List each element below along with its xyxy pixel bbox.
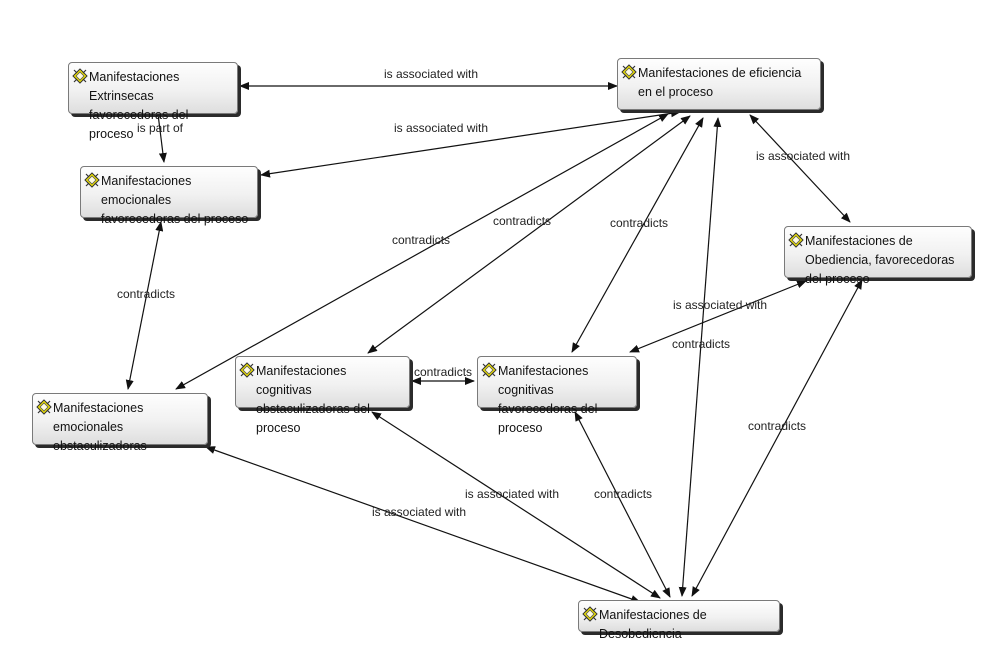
edge-label: is associated with <box>372 505 467 519</box>
edge-extrinsecas-emoc_fav[interactable] <box>157 113 167 163</box>
node-label: Manifestaciones emocionales favorecedora… <box>101 174 249 226</box>
edge-label: contradicts <box>392 233 451 247</box>
edge-obediencia-desobediencia[interactable] <box>691 279 863 597</box>
edge-label: contradicts <box>493 214 552 228</box>
node-label: Manifestaciones de Obediencia, favoreced… <box>805 234 955 286</box>
edge-cog_fav-desobediencia[interactable] <box>574 411 671 598</box>
node-label: Manifestaciones emocionales obstaculizad… <box>53 401 147 453</box>
edge-label: is associated with <box>465 487 560 501</box>
node-label: Manifestaciones de Desobediencia <box>599 608 707 641</box>
edge-emoc_obst-desobediencia[interactable] <box>205 446 641 603</box>
edge-label: is associated with <box>384 67 479 81</box>
edge-eficiencia-cog_fav[interactable] <box>571 117 704 353</box>
node-cog_fav[interactable]: Manifestaciones cognitivas favorecedoras… <box>477 356 637 435</box>
node-label: Manifestaciones cognitivas favorecedoras… <box>498 364 598 435</box>
edge-label: contradicts <box>594 487 653 501</box>
node-emoc_fav[interactable]: Manifestaciones emocionales favorecedora… <box>80 166 258 226</box>
edge-emoc_fav-emoc_obst[interactable] <box>125 221 164 390</box>
node-label: Manifestaciones de eficiencia en el proc… <box>638 66 802 99</box>
edge-eficiencia-emoc_obst[interactable] <box>175 113 669 390</box>
code-node-icon <box>481 362 497 378</box>
edge-label: is part of <box>137 121 184 135</box>
edge-label: is associated with <box>394 121 489 135</box>
code-node-icon <box>72 68 88 84</box>
node-cog_obst[interactable]: Manifestaciones cognitivas obstaculizado… <box>235 356 410 435</box>
node-eficiencia[interactable]: Manifestaciones de eficiencia en el proc… <box>617 58 821 110</box>
edge-label: is associated with <box>673 298 768 312</box>
code-node-icon <box>621 64 637 80</box>
edge-label: is associated with <box>756 149 851 163</box>
edge-label: contradicts <box>672 337 731 351</box>
node-desobediencia[interactable]: Manifestaciones de Desobediencia <box>578 600 780 641</box>
node-emoc_obst[interactable]: Manifestaciones emocionales obstaculizad… <box>32 393 208 453</box>
edge-label: contradicts <box>748 419 807 433</box>
code-node-icon <box>239 362 255 378</box>
node-obediencia[interactable]: Manifestaciones de Obediencia, favoreced… <box>784 226 972 286</box>
code-node-icon <box>582 606 598 622</box>
code-node-icon <box>788 232 804 248</box>
edge-eficiencia-obediencia[interactable] <box>749 114 851 223</box>
code-node-icon <box>84 172 100 188</box>
node-label: Manifestaciones cognitivas obstaculizado… <box>256 364 370 435</box>
edge-eficiencia-desobediencia[interactable] <box>678 117 722 597</box>
edge-label: contradicts <box>414 365 473 379</box>
code-node-icon <box>36 399 52 415</box>
node-extrinsecas[interactable]: Manifestaciones Extrinsecas favorecedora… <box>68 62 238 141</box>
node-label: Manifestaciones Extrinsecas favorecedora… <box>89 70 189 141</box>
edge-label: contradicts <box>610 216 669 230</box>
edge-label: contradicts <box>117 287 176 301</box>
